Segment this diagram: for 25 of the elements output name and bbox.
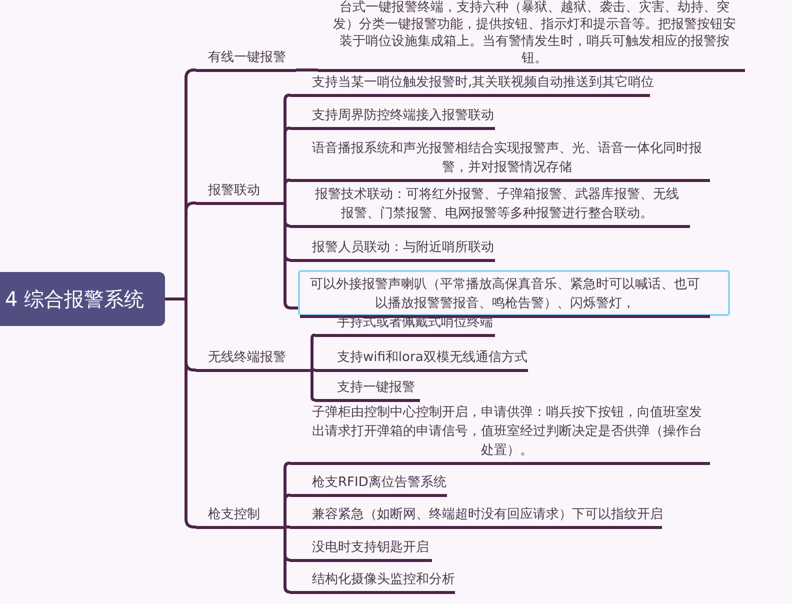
subtopic: 支持周界防控终端接入报警联动 [290, 106, 495, 130]
branch-topic: 报警联动 [196, 180, 285, 204]
subtopic: 支持一键报警 [315, 378, 420, 402]
subtopic: 报警人员联动：与附近哨所联动 [290, 238, 495, 262]
subtopic: 语音播报系统和声光报警相结合实现报警声、光、语音一体化同时报警，并对报警情况存储 [290, 138, 710, 182]
subtopic: 手持式或者佩戴式哨位终端 [315, 312, 495, 336]
subtopic: 兼容紧急（如断网、终端超时没有回应请求）下可以指纹开启 [290, 504, 662, 528]
branch-topic: 枪支控制 [196, 504, 285, 528]
branch-line [284, 178, 292, 203]
selected-subtopic: 可以外接报警声喇叭（平常播放高保真音乐、紧急时可以喊话、也可以播放报警警报音、鸣枪告警）、闪烁警灯， [298, 270, 730, 316]
branch-line [312, 368, 315, 372]
subtopic: 枪支RFID离位告警系统 [290, 472, 447, 496]
branch-line [296, 68, 318, 72]
central-topic: 4 综合报警系统 [0, 272, 165, 326]
subtopic: 没电时支持钥匙开启 [290, 538, 432, 562]
branch-topic: 有线一键报警 [196, 48, 296, 72]
subtopic: 报警技术联动：可将红外报警、子弹箱报警、武器库报警、无线报警、门禁报警、电网报警等多种报警进行整合联动。 [290, 184, 690, 228]
branch-line [284, 494, 292, 527]
branch-line [310, 334, 316, 370]
subtopic: 支持wifi和lora双模无线通信方式 [315, 348, 528, 372]
branch-topic: 无线终端报警 [196, 348, 312, 372]
subtopic: 结构化摄像头监控和分析 [290, 570, 455, 594]
branch-line [285, 526, 290, 528]
branch-line [310, 370, 316, 402]
subtopic: 子弹柜由控制中心控制开启，申请供弹：哨兵按下按钮，向值班室发出请求打开弹箱的申请信号，值班室经过判断决定是否供弹（操作台处置）。 [290, 402, 710, 464]
